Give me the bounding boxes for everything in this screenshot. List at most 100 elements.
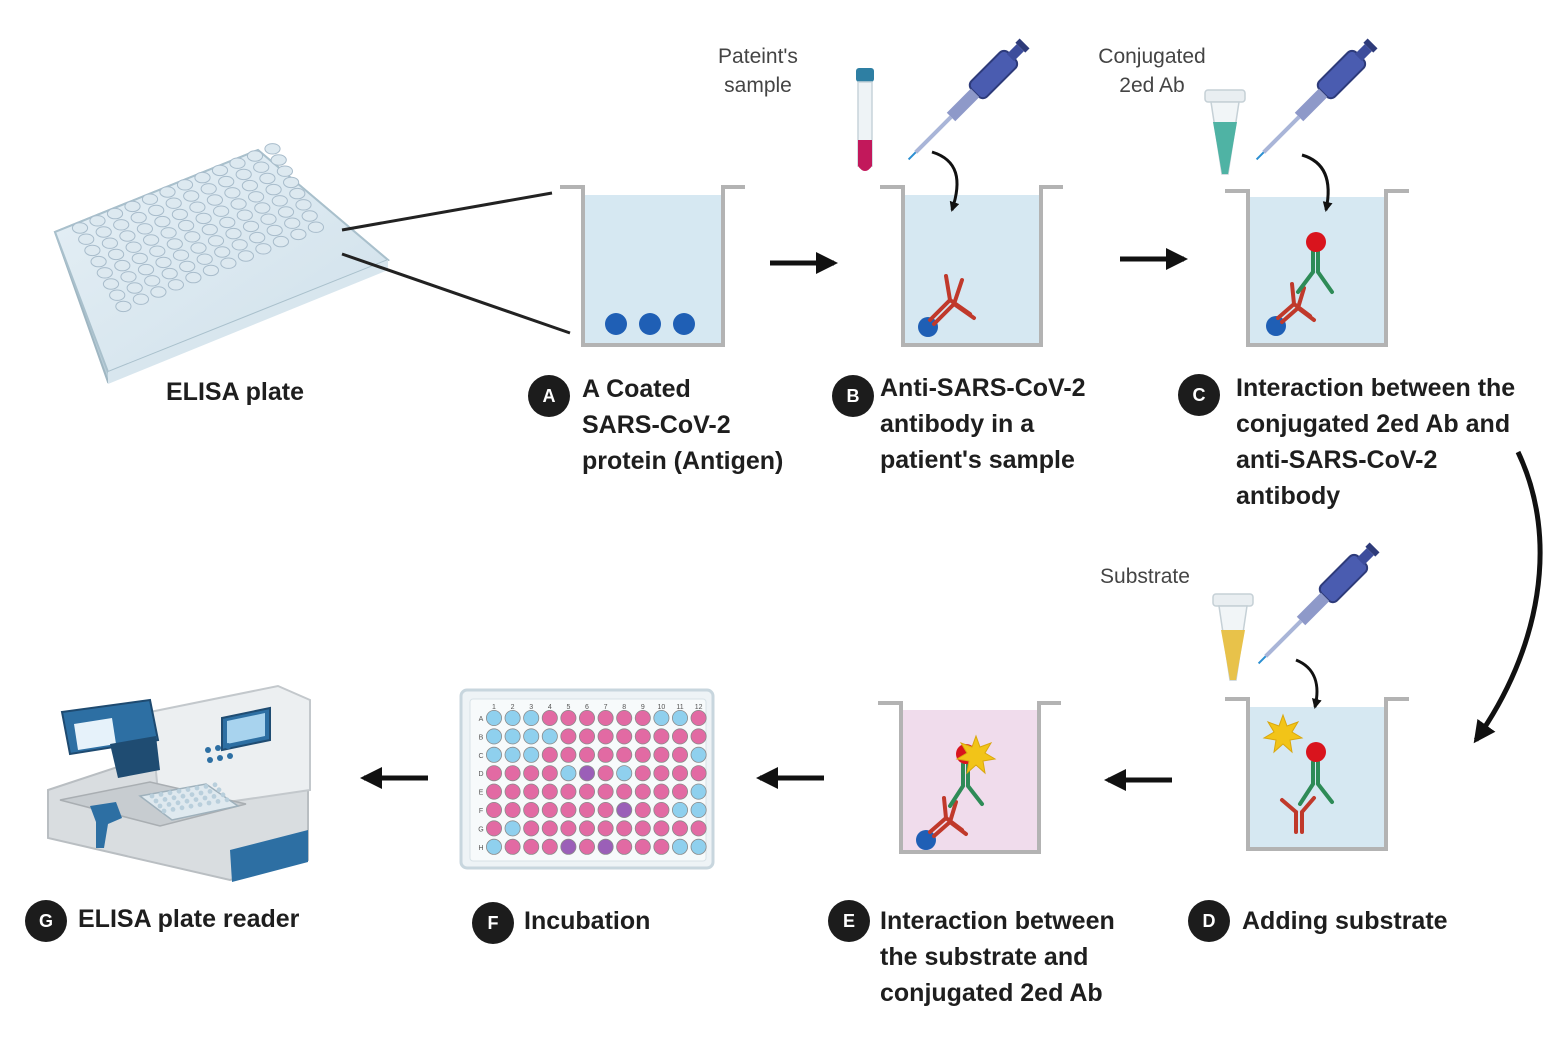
step-c-caption-line: Interaction between the: [1236, 374, 1516, 402]
patient-sample-label-line: Pateint's: [718, 45, 798, 68]
reader-plate-well: [180, 793, 186, 799]
plate-well: [160, 227, 177, 239]
plate-column-label: 9: [641, 704, 645, 711]
plate-well: [248, 191, 265, 203]
result-well: [653, 820, 670, 837]
pipette-icon: [907, 38, 1030, 161]
result-well: [653, 728, 670, 745]
result-well: [616, 802, 633, 819]
plate-well: [219, 216, 236, 229]
plate-well: [141, 193, 159, 205]
step-e-caption-line: Interaction between: [880, 907, 1115, 935]
result-well: [485, 765, 502, 782]
plate-well: [78, 233, 95, 245]
plate-well: [172, 249, 190, 261]
reader-plate-well: [220, 792, 226, 798]
step-c-caption-line: anti-SARS-CoV-2: [1236, 446, 1438, 474]
plate-well: [119, 230, 136, 242]
primary-antibody-icon: [1280, 796, 1316, 834]
result-well: [597, 802, 614, 819]
result-well: [504, 710, 521, 727]
elisa-plate-illustration: [53, 143, 390, 384]
antigen-dot: [673, 313, 695, 335]
plate-well: [242, 220, 260, 233]
well-a: [560, 185, 745, 347]
result-well: [560, 710, 577, 727]
step-b-caption-line: antibody in a: [880, 410, 1035, 438]
result-well: [523, 783, 540, 800]
plate-well: [213, 205, 230, 217]
plate-well: [120, 271, 137, 283]
plate-well: [225, 227, 242, 240]
step-e-caption-line: conjugated 2ed Ab: [880, 979, 1103, 1007]
plate-well: [90, 255, 107, 268]
plate-well: [266, 224, 283, 237]
result-well: [653, 838, 670, 855]
plate-well: [154, 215, 171, 228]
step-a-badge: A: [528, 375, 570, 417]
result-well: [560, 820, 577, 837]
reader-plate-well: [170, 807, 176, 812]
plate-well: [161, 267, 178, 280]
primary-antibody-icon: [1276, 282, 1316, 324]
plate-well: [264, 143, 281, 155]
plate-well: [200, 183, 217, 195]
zoom-line-bottom: [341, 252, 571, 335]
plate-well: [271, 195, 288, 207]
reader-plate-well: [212, 782, 218, 788]
plate-column-label: 3: [529, 704, 533, 711]
plate-well: [196, 253, 213, 265]
plate-well: [89, 215, 106, 227]
plate-well: [246, 150, 264, 162]
plate-well: [289, 187, 306, 200]
step-a-caption-line: A Coated: [582, 375, 691, 403]
result-well: [541, 746, 558, 763]
plate-well: [84, 244, 101, 257]
plate-well: [176, 179, 194, 191]
reader-plate-well: [216, 787, 222, 793]
result-well: [690, 820, 707, 837]
plate-well: [185, 271, 202, 284]
result-well: [597, 728, 614, 745]
reader-plate-well: [157, 803, 163, 809]
plate-well: [214, 246, 231, 258]
result-well: [485, 820, 502, 837]
result-well: [690, 746, 707, 763]
result-well: [653, 783, 670, 800]
step-c-caption-line: conjugated 2ed Ab and: [1236, 410, 1511, 438]
plate-well: [183, 190, 200, 202]
result-well: [634, 765, 651, 782]
plate-well: [102, 278, 120, 290]
plate-well: [96, 267, 113, 279]
result-well: [523, 746, 540, 763]
step-d-badge: D: [1188, 900, 1230, 942]
result-well: [597, 765, 614, 782]
result-well: [653, 710, 670, 727]
reader-plate-well: [194, 785, 200, 791]
result-well: [523, 838, 540, 855]
plate-well: [255, 243, 272, 255]
plate-column-label: 2: [511, 704, 515, 711]
plate-well: [130, 211, 147, 224]
step-b-caption-line: patient's sample: [880, 446, 1075, 474]
plate-well: [207, 235, 225, 247]
result-well: [485, 746, 502, 763]
enzyme-icon: [1306, 742, 1326, 762]
result-well: [616, 728, 633, 745]
reader-plate-well: [158, 792, 164, 797]
plate-well: [109, 289, 126, 301]
reader-plate-well: [197, 802, 203, 807]
plate-well: [284, 217, 301, 229]
result-well: [634, 802, 651, 819]
conjugated-ab-label-line: 2ed Ab: [1119, 74, 1185, 97]
reader-plate-well: [189, 792, 195, 797]
well-e: [878, 701, 1061, 854]
pipette-icon: [1255, 38, 1378, 161]
result-well: [672, 783, 689, 800]
reader-plate-well: [167, 790, 173, 796]
plate-well: [125, 241, 142, 253]
result-well: [579, 838, 596, 855]
plate-well: [295, 199, 312, 211]
zoom-line-top: [341, 191, 553, 232]
